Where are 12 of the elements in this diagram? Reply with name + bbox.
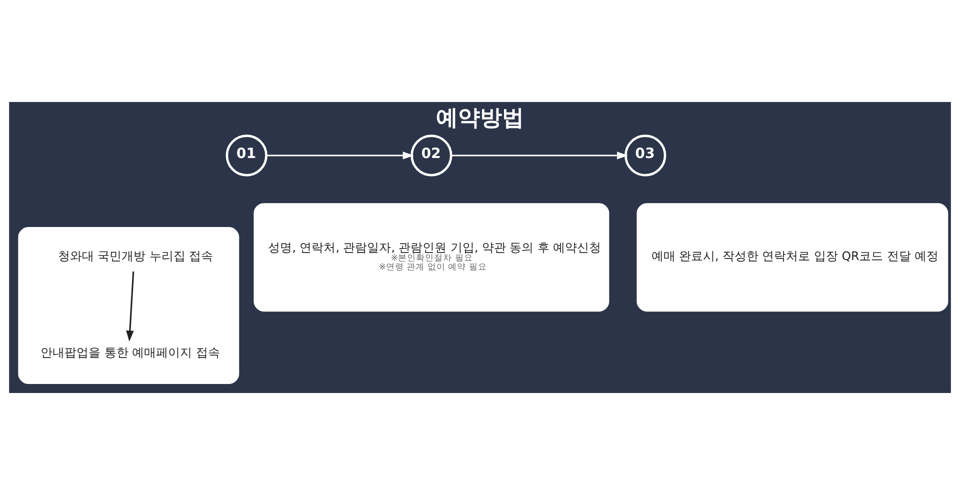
node-circle: 02: [410, 134, 452, 176]
cluster: [18, 227, 240, 384]
diagram-title: 예약방법: [436, 106, 524, 132]
arrow: [266, 152, 414, 160]
arrow: [451, 152, 628, 160]
node-text: 청와대 국민개방 누리집 접속: [58, 249, 214, 264]
node-text: 안내팝업을 통한 예매페이지 접속: [40, 345, 220, 360]
node-circle: 01: [226, 134, 268, 176]
node-box: 성명, 연락처, 관람일자, 관람인원 기입, 약관 동의 후 예약신청 ※본인확인절차 필요 ※연령 관계 없이 예약 필요: [254, 203, 610, 312]
node-box: 예매 완료시, 작성한 연락처로 입장 QR코드 전달 예정: [636, 203, 948, 312]
arrow: [126, 271, 134, 342]
node-circle: 03: [624, 134, 666, 176]
